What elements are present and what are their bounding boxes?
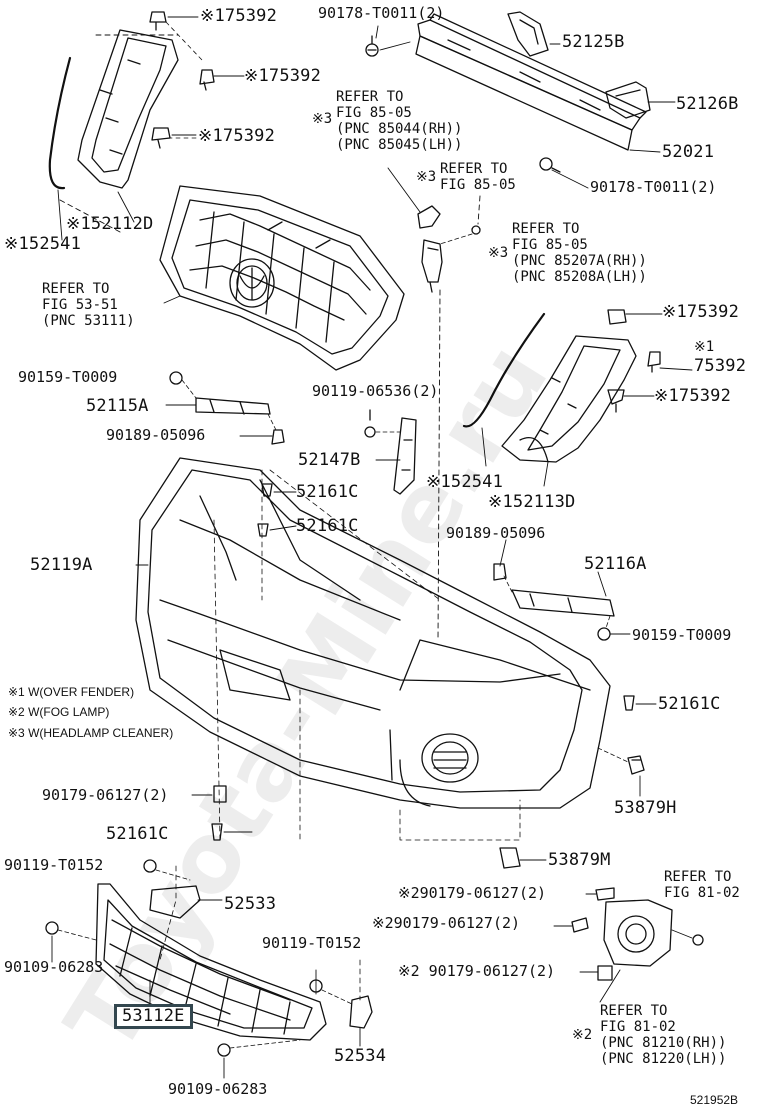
label-52115a: 52115A — [86, 396, 149, 416]
label-90178-right: 90178-T0011(2) — [590, 178, 717, 196]
ref3-mark: ※3 — [312, 111, 333, 127]
bracket-52533 — [149, 885, 201, 919]
label-52533: 52533 — [224, 894, 277, 914]
drawing-code: 521952B — [690, 1093, 739, 1107]
ref4-mark: ※3 — [416, 169, 437, 185]
label-90119-06536: 90119-06536(2) — [312, 382, 439, 400]
label-75392-b: ※175392 — [244, 66, 322, 86]
label-75392-d: ※175392 — [662, 302, 740, 322]
label-52021: 52021 — [662, 142, 715, 162]
ref-grille-line3: (PNC 53111) — [42, 313, 135, 329]
label-90179-fog2: ※290179-06127(2) — [372, 914, 521, 932]
label-75392-e: ※175392 — [654, 386, 732, 406]
clip-75392-left — [149, 11, 215, 149]
label-90179-fog1: ※290179-06127(2) — [398, 884, 547, 902]
left-fender-trim — [48, 29, 179, 233]
label-90179-fog3: ※2 90179-06127(2) — [398, 962, 556, 980]
clip-53879m — [499, 847, 521, 869]
legend-note1: ※1 W(OVER FENDER) — [8, 685, 135, 699]
clip-90179-left — [213, 785, 227, 803]
ref81b-line2: FIG 81-02 — [600, 1019, 676, 1035]
bracket-52147b — [364, 409, 417, 495]
label-90119-t0152-b: 90119-T0152 — [262, 934, 362, 952]
bracket-52125b — [507, 11, 549, 57]
label-75392-f: 75392 — [694, 356, 747, 376]
label-52541-right: ※152541 — [426, 472, 504, 492]
fastener-53879h — [597, 747, 645, 775]
label-52161c-b: 52161C — [296, 516, 359, 536]
ref81a-line1: REFER TO — [664, 869, 732, 885]
label-90189-right: 90189-05096 — [446, 524, 546, 542]
label-90159-left: 90159-T0009 — [18, 368, 118, 386]
bracket-52534 — [349, 995, 373, 1029]
fog-lamp — [571, 887, 704, 981]
label-52534: 52534 — [334, 1046, 387, 1066]
label-52161c-a: 52161C — [296, 482, 359, 502]
label-75392-a: ※175392 — [200, 6, 278, 26]
cleaner-nozzle — [421, 195, 481, 641]
ref81b-line1: REFER TO — [600, 1003, 668, 1019]
highlighted-part-53112e[interactable]: 53112E — [114, 1004, 193, 1029]
bracket-52126b — [605, 81, 651, 119]
ref3-line3: (PNC 85044(RH)) — [336, 121, 463, 137]
label-52113d: ※152113D — [488, 492, 576, 512]
label-90109-a: 90109-06283 — [4, 958, 104, 976]
ref5-mark: ※3 — [488, 245, 509, 261]
lower-grille — [95, 883, 327, 1041]
headlamp-cleaner-cap — [387, 167, 441, 229]
ref4-line2: FIG 85-05 — [440, 177, 516, 193]
bumper-reinforcement — [415, 13, 647, 151]
ref3-line2: FIG 85-05 — [336, 105, 412, 121]
label-note1-mark: ※1 — [694, 339, 715, 355]
bracket-52116a — [493, 563, 615, 641]
label-90109-b: 90109-06283 — [168, 1080, 268, 1098]
label-52112d: ※152112D — [66, 214, 154, 234]
label-52147b: 52147B — [298, 450, 361, 470]
bumper-cover — [135, 457, 611, 809]
label-90179-left: 90179-06127(2) — [42, 786, 169, 804]
ref81b-line4: (PNC 81220(LH)) — [600, 1051, 727, 1067]
ref5-line3: (PNC 85207A(RH)) — [512, 253, 647, 269]
ref5-line4: (PNC 85208A(LH)) — [512, 269, 647, 285]
label-52161c-d: 52161C — [106, 824, 169, 844]
label-52161c-c: 52161C — [658, 694, 721, 714]
bracket-52115a — [169, 371, 285, 445]
label-52116a: 52116A — [584, 554, 647, 574]
label-52126b: 52126B — [676, 94, 739, 114]
label-53879h: 53879H — [614, 798, 677, 818]
ref81b-line3: (PNC 81210(RH)) — [600, 1035, 727, 1051]
label-75392-c: ※175392 — [198, 126, 276, 146]
label-90189-left: 90189-05096 — [106, 426, 206, 444]
ref3-line4: (PNC 85045(LH)) — [336, 137, 463, 153]
legend-note3: ※3 W(HEADLAMP CLEANER) — [8, 726, 174, 740]
ref4-line1: REFER TO — [440, 161, 508, 177]
clip-75392-right — [607, 309, 661, 413]
label-52119a: 52119A — [30, 555, 93, 575]
label-52125b: 52125B — [562, 32, 625, 52]
ref5-line1: REFER TO — [512, 221, 580, 237]
legend-note2: ※2 W(FOG LAMP) — [8, 705, 110, 719]
ref3-line1: REFER TO — [336, 89, 404, 105]
label-90178-top: 90178-T0011(2) — [318, 4, 445, 22]
radiator-grille — [159, 185, 405, 371]
label-53879m: 53879M — [548, 850, 611, 870]
label-90159-right: 90159-T0009 — [632, 626, 732, 644]
label-90119-t0152-a: 90119-T0152 — [4, 856, 104, 874]
ref-grille-line2: FIG 53-51 — [42, 297, 118, 313]
ref-grille-line1: REFER TO — [42, 281, 110, 297]
ref81a-line2: FIG 81-02 — [664, 885, 740, 901]
ref5-line2: FIG 85-05 — [512, 237, 588, 253]
label-52541-left: ※152541 — [4, 234, 82, 254]
right-fender-trim — [462, 312, 637, 463]
nut-90178 — [365, 35, 561, 173]
ref81b-mark: ※2 — [572, 1027, 593, 1043]
